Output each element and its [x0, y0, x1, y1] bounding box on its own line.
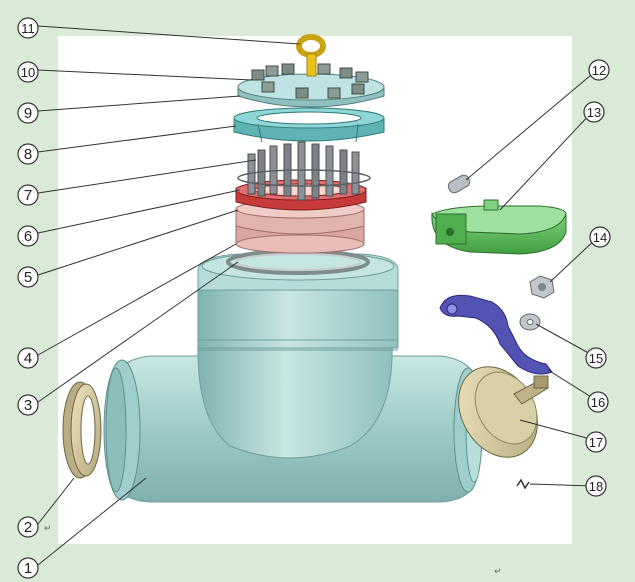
- leader-4: [37, 243, 237, 356]
- callout-label-8: 8: [24, 146, 32, 163]
- leader-lines: [37, 25, 599, 566]
- callout-label-9: 9: [24, 105, 32, 122]
- return-mark-2: ↵: [494, 567, 502, 577]
- leader-10: [37, 69, 253, 81]
- leader-15: [535, 323, 595, 357]
- leader-17: [519, 419, 595, 441]
- callout-label-14: 14: [593, 230, 607, 245]
- leader-1: [37, 477, 147, 566]
- callout-label-2: 2: [24, 519, 32, 536]
- leader-5: [37, 209, 239, 276]
- valve-disc-part: [458, 366, 549, 458]
- callout-label-12: 12: [592, 63, 606, 78]
- callout-label-17: 17: [589, 435, 603, 450]
- callout-label-7: 7: [24, 187, 32, 204]
- callout-circle-12: [588, 59, 610, 81]
- cotter-pin-part: [516, 478, 530, 490]
- leader-13: [499, 111, 593, 211]
- cover-nuts-part: [251, 63, 369, 99]
- callout-circle-18: [585, 475, 607, 497]
- callout-label-11: 11: [21, 21, 35, 36]
- leader-12: [465, 69, 598, 181]
- callout-circle-1: [17, 557, 39, 579]
- callout-circle-4: [17, 347, 39, 369]
- callout-label-6: 6: [24, 228, 32, 245]
- callout-circle-14: [589, 226, 611, 248]
- leader-6: [37, 189, 241, 234]
- leader-7: [37, 159, 257, 194]
- washer-part: [519, 313, 541, 331]
- callout-circle-3: [17, 394, 39, 416]
- callout-label-10: 10: [21, 65, 35, 80]
- callout-circle-17: [585, 431, 607, 453]
- disc-arm-part: [439, 294, 553, 375]
- leader-2: [37, 477, 75, 525]
- hinge-clamp-part: [431, 199, 567, 255]
- callout-label-18: 18: [589, 479, 603, 494]
- leader-8: [37, 125, 237, 153]
- callout-circle-7: [17, 184, 39, 206]
- eyebolt-part: [296, 34, 326, 77]
- callout-circle-11: [17, 17, 39, 39]
- callout-label-3: 3: [24, 397, 32, 414]
- callout-circle-10: [17, 61, 39, 83]
- callout-circle-13: [583, 101, 605, 123]
- leader-16: [547, 369, 597, 401]
- callout-circle-6: [17, 225, 39, 247]
- callout-circle-5: [17, 266, 39, 288]
- seat-ring-part: [62, 381, 102, 479]
- leader-18: [529, 483, 595, 487]
- leader-9: [37, 95, 241, 112]
- callout-label-5: 5: [24, 269, 32, 286]
- callout-markers: [17, 17, 611, 579]
- callout-label-15: 15: [589, 351, 603, 366]
- leader-14: [549, 236, 599, 283]
- leader-3: [37, 261, 239, 403]
- callout-circle-8: [17, 143, 39, 165]
- packing-rings-part: [235, 199, 365, 254]
- callout-label-4: 4: [24, 350, 32, 367]
- split-ring-part: [233, 107, 385, 143]
- leader-11: [37, 25, 301, 45]
- callout-labels: 1 2 3 4 5 6 7 8 9 10 11 12 13 14 15 16 1…: [21, 21, 607, 577]
- stud-bolts-part: [237, 141, 371, 201]
- callout-circle-2: [17, 516, 39, 538]
- callout-label-16: 16: [591, 395, 605, 410]
- return-mark-1: ↵: [44, 524, 52, 534]
- callout-circle-15: [585, 347, 607, 369]
- callout-label-1: 1: [24, 560, 32, 577]
- callout-circle-16: [587, 391, 609, 413]
- callout-label-13: 13: [587, 105, 601, 120]
- callout-circle-9: [17, 102, 39, 124]
- hex-nut-part: [529, 275, 555, 299]
